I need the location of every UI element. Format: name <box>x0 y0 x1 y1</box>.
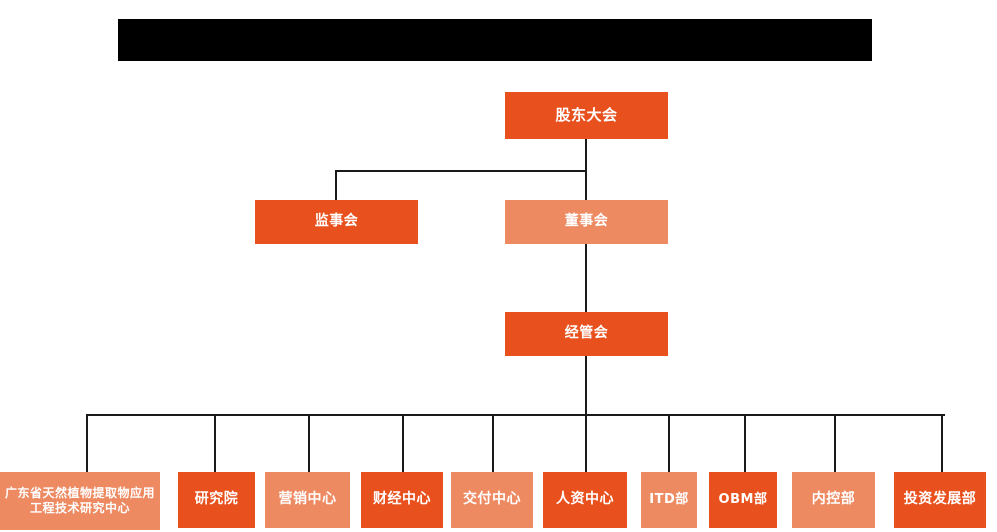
connector-drop-investment-development-department <box>941 414 943 472</box>
node-shareholders[interactable]: 股东大会 <box>505 92 668 139</box>
connector-drop-research-institute <box>214 414 216 472</box>
node-management-committee[interactable]: 经管会 <box>505 312 668 356</box>
connector-shareholders-down <box>585 139 587 171</box>
node-hr-center[interactable]: 人资中心 <box>543 472 627 528</box>
connector-drop-obm-department <box>744 414 746 472</box>
connector-drop-engineering-research-center <box>86 414 88 472</box>
title-bar <box>118 19 872 61</box>
node-research-institute[interactable]: 研究院 <box>178 472 255 528</box>
node-finance-center[interactable]: 财经中心 <box>361 472 443 528</box>
connector-drop-finance-center <box>402 414 404 472</box>
node-board-of-directors[interactable]: 董事会 <box>505 200 668 244</box>
connector-drop-itd-department <box>668 414 670 472</box>
node-engineering-research-center[interactable]: 广东省天然植物提取物应用工程技术研究中心 <box>0 472 160 530</box>
connector-drop-hr-center <box>585 414 587 472</box>
node-internal-control-department[interactable]: 内控部 <box>792 472 875 528</box>
node-itd-department[interactable]: ITD部 <box>641 472 697 528</box>
node-obm-department[interactable]: OBM部 <box>709 472 777 528</box>
connector-board-to-management <box>585 244 587 312</box>
connector-board-drop <box>585 170 587 200</box>
connector-drop-delivery-center <box>492 414 494 472</box>
connector-management-down <box>585 356 587 415</box>
connector-drop-marketing-center <box>308 414 310 472</box>
connector-supervisory-drop <box>335 170 337 200</box>
connector-departments-bus <box>86 414 945 416</box>
connector-level2-bus <box>335 170 587 172</box>
connector-drop-internal-control-department <box>834 414 836 472</box>
node-supervisory-board[interactable]: 监事会 <box>255 200 418 244</box>
node-marketing-center[interactable]: 营销中心 <box>265 472 350 528</box>
node-investment-development-department[interactable]: 投资发展部 <box>894 472 986 528</box>
node-delivery-center[interactable]: 交付中心 <box>451 472 533 528</box>
